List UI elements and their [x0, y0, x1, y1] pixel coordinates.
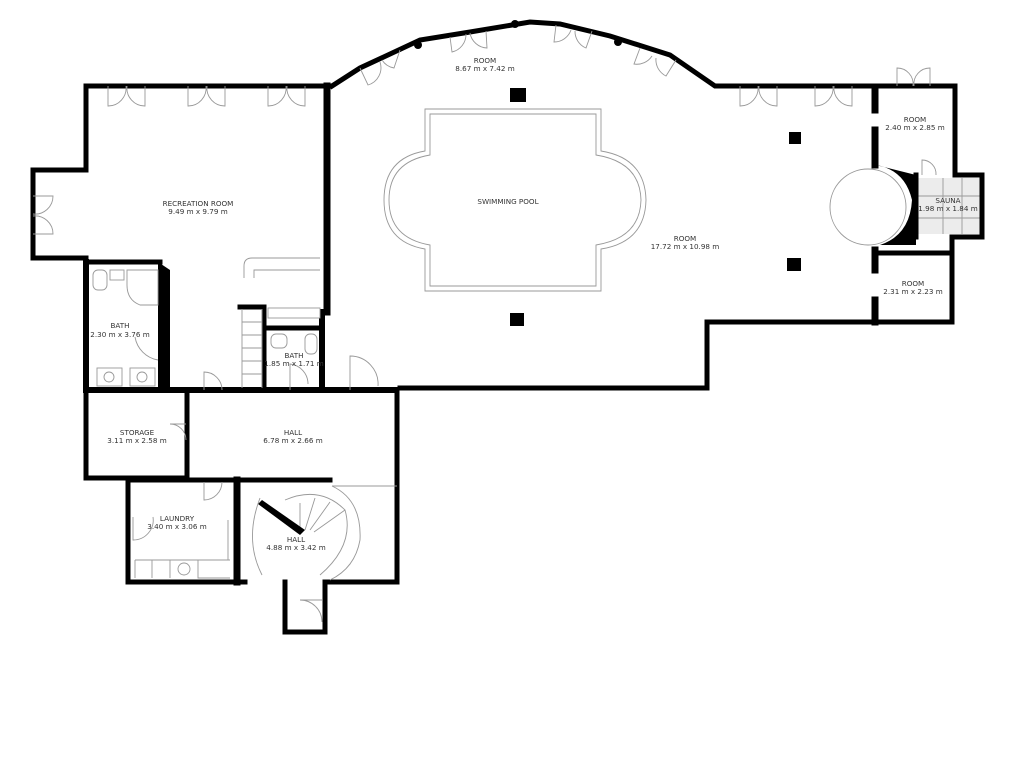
door — [169, 423, 187, 441]
swimming-pool-outline — [383, 108, 647, 292]
sauna-curved-wall — [876, 165, 916, 245]
sauna-bench-lines — [918, 178, 980, 234]
pool-top-wall — [328, 19, 873, 90]
stair-wall — [258, 500, 305, 535]
room-name: BATH — [284, 351, 303, 360]
french-door — [814, 85, 853, 107]
french-door — [449, 30, 488, 53]
room-name: ROOM — [474, 56, 497, 65]
room-dims: 17.72 m x 10.98 m — [651, 242, 720, 251]
stairs — [241, 309, 263, 388]
round-feature — [829, 168, 907, 246]
room-name: RECREATION ROOM — [163, 199, 234, 208]
sink-basin — [136, 371, 148, 383]
sauna-floor — [918, 178, 980, 234]
pool-label: SWIMMING POOL — [477, 197, 538, 206]
laundry-outer-wall — [125, 477, 248, 585]
door — [921, 159, 937, 176]
washer — [177, 562, 191, 576]
column — [614, 38, 622, 46]
room-name: HALL — [284, 428, 302, 437]
door — [203, 481, 223, 501]
doors[interactable] — [32, 24, 937, 623]
french-door — [107, 85, 146, 107]
sink — [270, 333, 288, 349]
room-name: ROOM — [902, 279, 925, 288]
room-name: HALL — [287, 535, 305, 544]
stair-wall — [237, 304, 267, 393]
room-labels: RECREATION ROOM 9.49 m x 9.79 m ROOM 8.6… — [90, 56, 977, 552]
stair-rail — [329, 485, 361, 581]
sink — [109, 269, 125, 281]
column — [510, 88, 526, 102]
french-door — [187, 85, 226, 107]
room-dims: 3.11 m x 2.58 m — [107, 436, 166, 445]
room-name: SAUNA — [935, 196, 960, 205]
column — [789, 132, 801, 144]
column — [510, 313, 524, 326]
french-door — [359, 49, 401, 86]
shower — [126, 269, 159, 306]
room-dims: 4.88 m x 3.42 m — [266, 543, 325, 552]
door — [134, 336, 159, 361]
entry-door — [299, 599, 323, 623]
door — [132, 516, 154, 541]
hall-east-wall — [322, 387, 400, 585]
columns — [414, 20, 801, 326]
room-dims: 2.30 m x 3.76 m — [90, 330, 149, 339]
room-dims: 9.49 m x 9.79 m — [168, 207, 227, 216]
column — [414, 41, 422, 49]
bath1-east-wall — [158, 262, 170, 390]
ne-block-wall — [867, 83, 985, 325]
french-door — [739, 85, 778, 107]
door — [349, 355, 379, 390]
french-door — [553, 24, 593, 49]
counter — [267, 307, 321, 319]
french-door — [267, 85, 306, 107]
room-dims: 1.98 m x 1.84 m — [918, 204, 977, 213]
pool-bottom-wall — [397, 319, 955, 391]
room-dims: 2.31 m x 2.23 m — [883, 287, 942, 296]
sink-basin — [103, 371, 115, 383]
laundry-counter — [134, 520, 230, 579]
toilet — [92, 269, 108, 291]
room-dims: 2.40 m x 2.85 m — [885, 123, 944, 132]
room-name: BATH — [110, 321, 129, 330]
walls — [30, 19, 985, 635]
door — [289, 363, 309, 390]
door — [203, 371, 223, 391]
room-name: ROOM — [904, 115, 927, 124]
column — [787, 258, 801, 271]
room-name: LAUNDRY — [160, 514, 195, 523]
fixtures — [92, 257, 397, 581]
french-door — [633, 47, 677, 77]
room-dims: 8.67 m x 7.42 m — [455, 64, 514, 73]
french-door — [32, 195, 54, 235]
spiral-stairs — [284, 493, 348, 576]
hall-curve — [252, 497, 263, 576]
column — [511, 20, 519, 28]
entry-vestibule-wall — [282, 579, 328, 635]
room-name: ROOM — [674, 234, 697, 243]
room-dims: 1.85 m x 1.71 m — [264, 359, 323, 368]
room-name: STORAGE — [120, 428, 155, 437]
room-dims: 6.78 m x 2.66 m — [263, 436, 322, 445]
toilet — [304, 333, 318, 355]
french-door — [896, 67, 931, 87]
recreation-outer-wall — [30, 83, 333, 265]
bar-counter — [243, 257, 320, 278]
room-dims: 3.40 m x 3.06 m — [147, 522, 206, 531]
